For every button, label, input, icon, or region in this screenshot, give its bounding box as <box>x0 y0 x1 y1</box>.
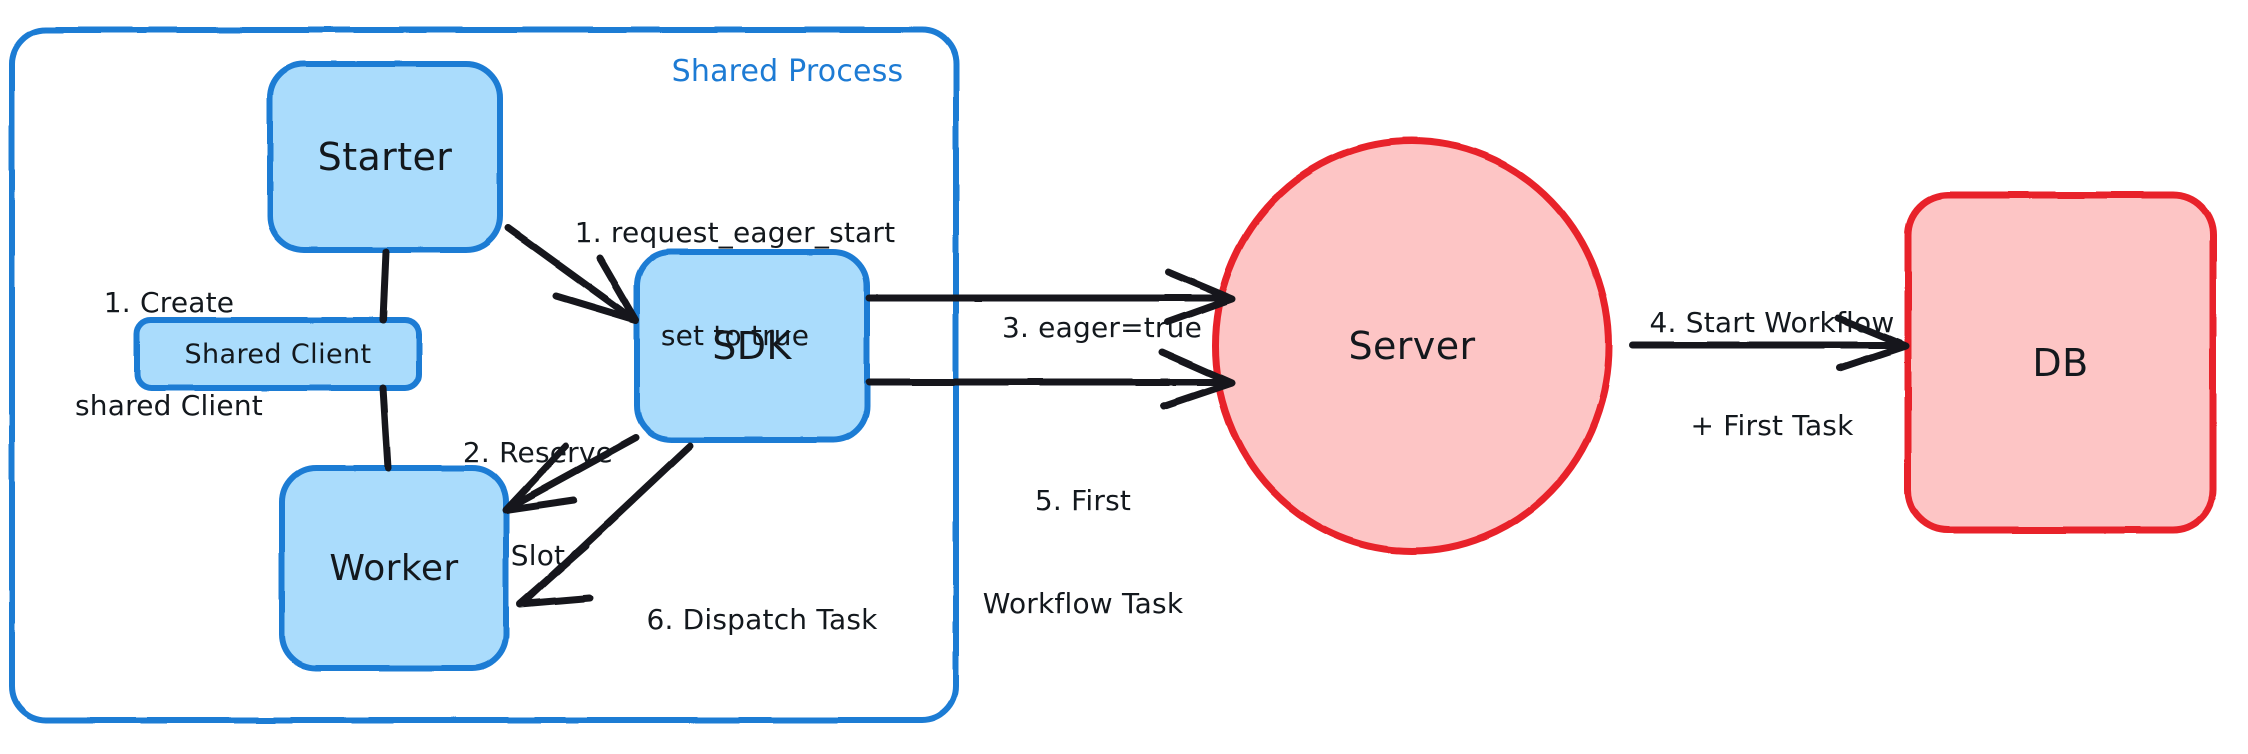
edge-label-line: 4. Start Workflow <box>1649 306 1895 340</box>
edge-label-line: Workflow Task <box>982 586 1184 620</box>
node-server-shape[interactable] <box>1211 137 1613 555</box>
edge-label-line: Slot <box>510 538 566 572</box>
node-server-label: Server <box>1348 324 1476 368</box>
edge-sdk-worker-reserve-head <box>502 442 578 514</box>
edge-label-create-shared-client: 1. Create shared Client <box>24 218 314 491</box>
node-db-label: DB <box>2032 340 2089 385</box>
edge-label-line: + First Task <box>1690 408 1854 442</box>
edge-label-line: 5. First <box>1034 484 1132 518</box>
node-starter-label: Starter <box>317 135 453 179</box>
edge-label-reserve-slot: 2. Reserve Slot <box>438 368 638 641</box>
edge-label-first-workflow-task: 5. First Workflow Task <box>938 416 1228 689</box>
node-worker-shape[interactable] <box>279 465 509 671</box>
edge-starter-sdk <box>504 224 636 322</box>
edge-shared-client-worker <box>379 384 392 472</box>
edge-label-start-workflow: 4. Start Workflow + First Task <box>1612 238 1932 511</box>
edge-label-line: set to true <box>660 318 810 352</box>
node-shared-client-label: Shared Client <box>184 338 372 370</box>
edge-label-dispatch-task: 6. Dispatch Task <box>612 535 912 706</box>
edge-sdk-worker-reserve <box>508 434 640 510</box>
edge-label-line: 1. request_eager_start <box>574 216 896 250</box>
edge-label-line: shared Client <box>75 388 263 422</box>
node-db-shape[interactable] <box>1904 191 2217 534</box>
node-sdk-label: SDK <box>712 324 792 368</box>
node-shared-client-shape[interactable] <box>134 317 422 391</box>
edge-sdk-worker-dispatch-head <box>516 542 594 608</box>
edge-label-line: 1. Create <box>103 286 235 320</box>
edge-label-request-eager-start: 1. request_eager_start set to true <box>530 148 940 421</box>
edge-label-eager-true: 3. eager=true <box>962 243 1242 414</box>
edge-server-db-head <box>1834 314 1910 372</box>
edge-label-line: 6. Dispatch Task <box>646 603 878 637</box>
edge-label-line: 3. eager=true <box>1001 311 1203 345</box>
edge-server-sdk-head <box>1158 348 1236 410</box>
edge-label-line: 2. Reserve <box>462 436 614 470</box>
edge-sdk-server-head <box>1164 268 1236 326</box>
node-worker-label: Worker <box>329 547 459 589</box>
shared-process-label: Shared Process <box>671 54 904 89</box>
edge-starter-shared-client <box>379 248 390 324</box>
shared-process-container <box>9 27 959 723</box>
edge-starter-sdk-head <box>552 254 640 324</box>
node-sdk-shape[interactable] <box>634 249 870 443</box>
